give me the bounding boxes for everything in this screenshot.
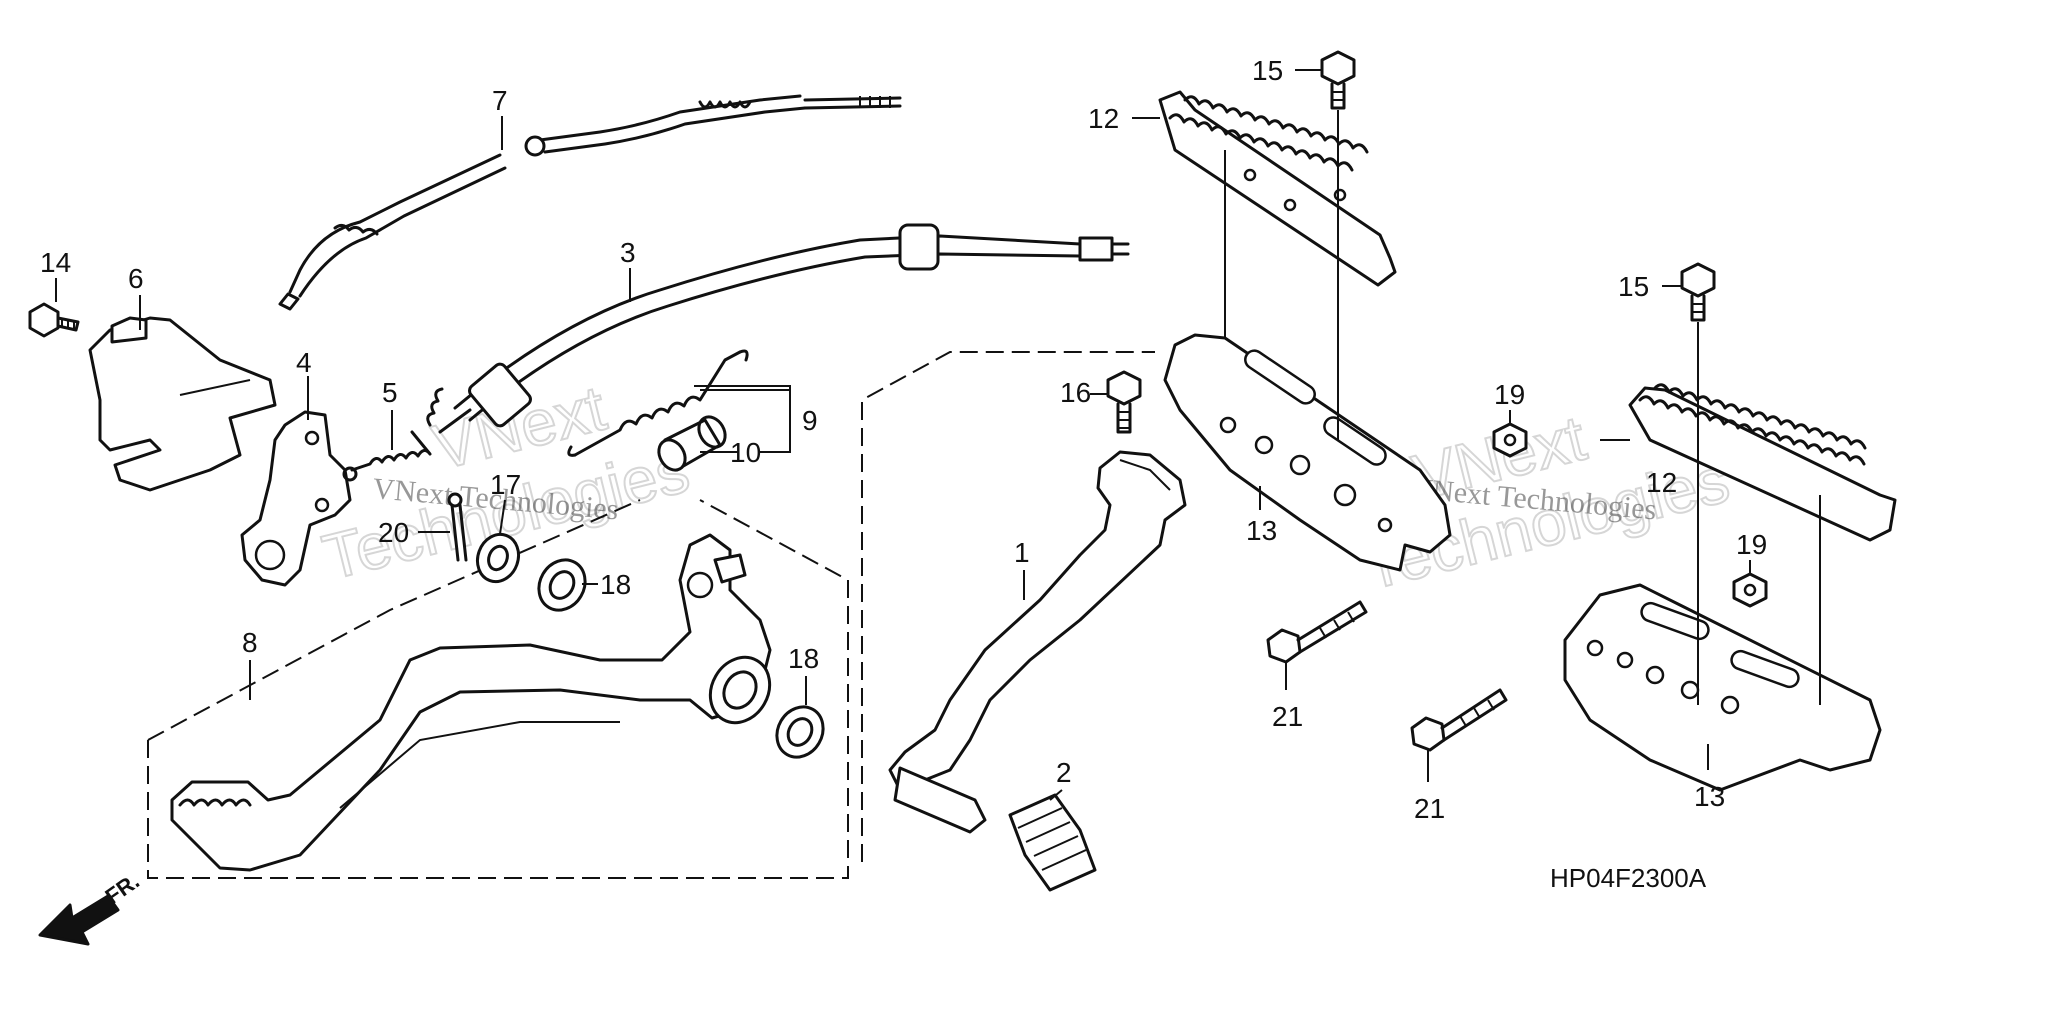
- drawing-code: HP04F2300A: [1550, 863, 1707, 893]
- part-20-pin: [447, 492, 468, 562]
- callout-7: 7: [492, 85, 508, 116]
- callout-3: 3: [620, 237, 636, 268]
- callout-10: 10: [730, 437, 761, 468]
- callout-13-lower: 13: [1694, 781, 1725, 812]
- part-13-bracket-lower: [1563, 583, 1882, 792]
- callout-9: 9: [802, 405, 818, 436]
- callout-18-lower: 18: [788, 643, 819, 674]
- callout-21-lower: 21: [1414, 793, 1445, 824]
- part-19-nut-lower: [1732, 572, 1768, 608]
- part-16-bolt: [1106, 370, 1142, 434]
- front-direction-indicator: FR.: [38, 868, 144, 946]
- part-18-seal-lower: [775, 705, 825, 759]
- callout-1: 1: [1014, 537, 1030, 568]
- part-5-spring: [342, 430, 432, 482]
- callout-19-lower: 19: [1736, 529, 1767, 560]
- callout-17: 17: [490, 469, 521, 500]
- group-outline-brake-pedal: [861, 351, 1155, 862]
- part-13-bracket-upper: [1163, 333, 1452, 572]
- part-15-bolt-lower: [1680, 262, 1716, 322]
- part-4-plate: [240, 410, 352, 587]
- callout-5: 5: [382, 377, 398, 408]
- part-15-bolt-upper: [1320, 50, 1356, 110]
- callout-16: 16: [1060, 377, 1091, 408]
- part-14-bolt: [28, 302, 80, 338]
- part-12-footrest-upper: [1158, 90, 1397, 287]
- part-17-washer: [475, 532, 521, 584]
- part-18-seal-upper: [537, 558, 587, 612]
- callout-20: 20: [378, 517, 409, 548]
- callout-21-upper: 21: [1272, 701, 1303, 732]
- front-arrow-icon: [38, 894, 120, 946]
- part-7-cable: [278, 94, 902, 311]
- part-21-bolt-lower: [1410, 688, 1508, 752]
- callout-2: 2: [1056, 757, 1072, 788]
- part-3-cable: [426, 223, 1130, 434]
- part-2-pedal-rubber: [1008, 793, 1097, 892]
- callout-15-upper: 15: [1252, 55, 1283, 86]
- group-outline-pedal-bottom: [147, 499, 849, 879]
- callout-12-lower: 12: [1646, 467, 1677, 498]
- group-outline-pedal-left: [147, 499, 641, 741]
- part-19-nut-upper: [1492, 422, 1528, 458]
- part-10-collar: [657, 415, 727, 472]
- part-8-pedal-arm: [170, 533, 772, 872]
- callout-4: 4: [296, 347, 312, 378]
- callout-15-lower: 15: [1618, 271, 1649, 302]
- callout-14: 14: [40, 247, 71, 278]
- part-12-footrest-lower: [1628, 383, 1897, 542]
- part-9-spring: [567, 349, 749, 457]
- leader-lines: [55, 69, 1821, 801]
- part-1-brake-pedal: [888, 450, 1187, 834]
- callouts: 14 6 4 5 7 3 9 10 17 20 18 18 8 16 1 2 1…: [40, 55, 1767, 824]
- callout-18-upper: 18: [600, 569, 631, 600]
- callout-13-upper: 13: [1246, 515, 1277, 546]
- part-6-bracket: [88, 316, 277, 492]
- callout-8: 8: [242, 627, 258, 658]
- callout-12-upper: 12: [1088, 103, 1119, 134]
- part-21-bolt-upper: [1266, 600, 1368, 664]
- callout-6: 6: [128, 263, 144, 294]
- callout-19-upper: 19: [1494, 379, 1525, 410]
